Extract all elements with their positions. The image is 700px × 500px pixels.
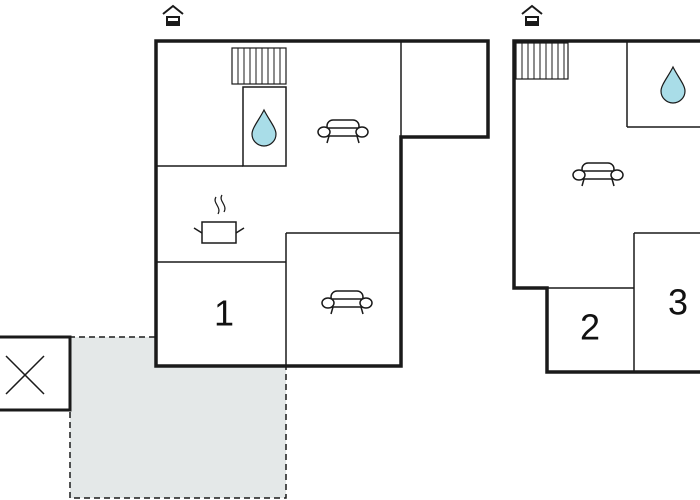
upper-floor-plan <box>512 39 700 374</box>
entrance-icon <box>162 5 184 27</box>
stairs-icon <box>231 47 287 85</box>
entrance-icon <box>521 5 543 27</box>
room-label-1: 1 <box>214 293 234 334</box>
ground-floor-plan <box>154 39 490 368</box>
room-label-3: 3 <box>668 282 688 323</box>
window-cross-icon <box>0 335 72 412</box>
room-label-2: 2 <box>580 307 600 348</box>
cooking-pot-icon <box>193 194 245 244</box>
stairs-icon <box>515 42 569 80</box>
terrace-area <box>69 336 287 499</box>
